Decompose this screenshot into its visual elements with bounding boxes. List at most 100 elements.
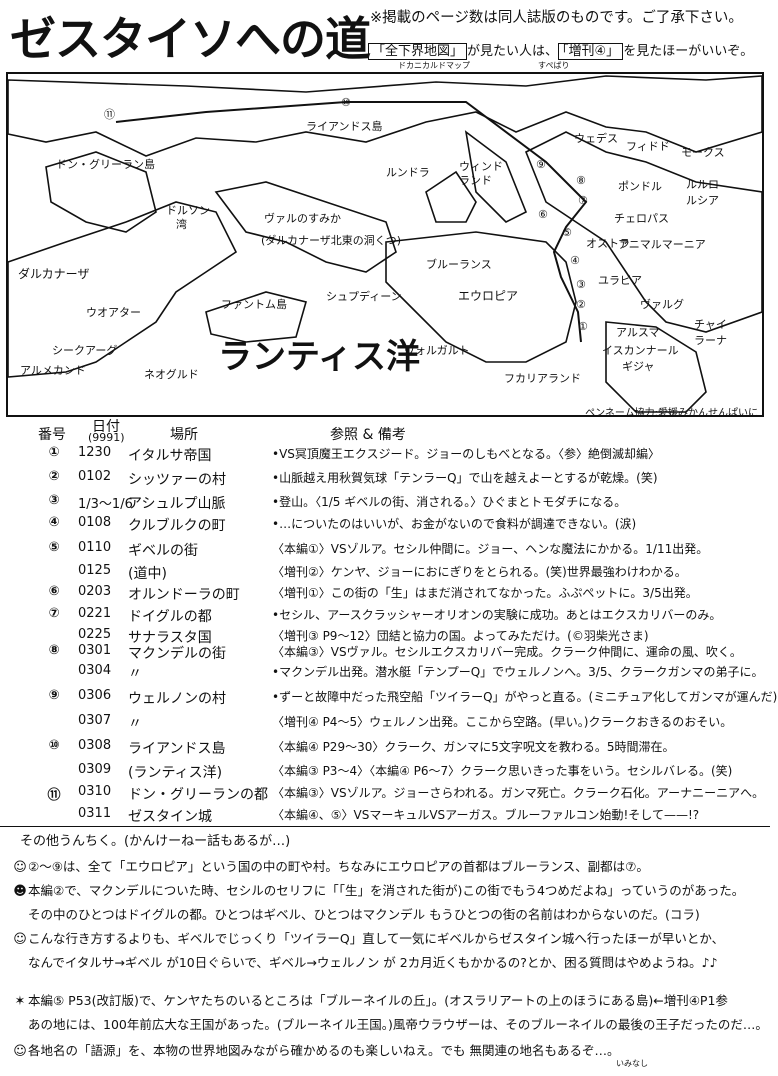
row-place: サナラスタ国 — [128, 630, 212, 646]
row-place: 〃 — [128, 716, 142, 732]
place-blurans: ブルーランス — [426, 257, 492, 271]
comment-line: あの地には、100年前広大な王国があった。(ブルーネイル王国。)風帝ウラウザーは… — [28, 1017, 768, 1032]
place-wedes: ウェデス — [574, 131, 618, 145]
ocean-label: ランティス洋 — [218, 337, 420, 377]
comment-line: その中のひとつはドイグルの都。ひとつはギベル、ひとつはマクンデル もうひとつの街… — [28, 907, 700, 922]
map-border — [6, 72, 764, 417]
page-note: ※掲載のページ数は同人誌版のものです。ご了承下さい。 — [370, 10, 743, 26]
row-note: 〈増刊①〉この街の「生」はまだ消されてなかった。ふぷぺットに。3/5出発。 — [272, 586, 698, 600]
row-date: 0102 — [78, 469, 112, 484]
row-date: 1230 — [78, 445, 112, 460]
row-note: 〈本編③〉VSヴァル。セシルエクスカリバー完成。クラーク仲間に、運命の風、吹く。 — [272, 645, 742, 659]
route-mark-8: ⑧ — [576, 174, 586, 187]
place-pondol: ポンドル — [618, 180, 662, 193]
place-phantom: ファントム島 — [221, 297, 287, 311]
row-note: 〈増刊②〉ケンヤ、ジョーにおにぎりをとられる。(笑)世界最強わけわかる。 — [272, 565, 687, 579]
row-number: ⑧ — [48, 643, 60, 658]
creature-icon: ☺ — [13, 860, 27, 875]
header-num: 番号 — [38, 427, 66, 443]
row-place: シッツァーの村 — [128, 472, 226, 488]
row-note: •ずーと故障中だった飛空船「ツイラーQ」がやっと直る。(ミニチュア化してガンマが… — [272, 690, 778, 704]
dongrean-island — [45, 151, 157, 233]
row-place: マクンデルの街 — [128, 646, 226, 662]
table-row: 0307 〃 〈増刊④ P4〜5〉ウェルノン出発。ここから空路。(早い。)クラークお… — [40, 713, 764, 735]
row-note: 〈本編④ P29〜30〉クラーク、ガンマに5文字呪文を教わる。5時間滞在。 — [272, 740, 675, 754]
place-dalkanaza: ダルカナーザ — [18, 266, 89, 281]
north-continent — [7, 75, 763, 157]
place-dongrean: ドン・グリーラン島 — [56, 157, 155, 171]
world-map: ⑪ ⑩ ⑨ ⑧ ⑦ ⑥ ⑤ ④ ③ ② ① ライアンドス島 ドン・グリーラン島 … — [6, 72, 764, 417]
map-reference-text2: を見たほーがいいぞ。 — [623, 44, 754, 59]
row-place: ライアンドス島 — [128, 741, 226, 757]
header-note: 参照 & 備考 — [330, 427, 406, 443]
row-number: ⑨ — [48, 688, 60, 703]
row-date: 0307 — [78, 713, 112, 728]
place-neoguld: ネオグルド — [144, 367, 199, 381]
row-note: 〈増刊④ P4〜5〉ウェルノン出発。ここから空路。(早い。)クラークおきるのおそ… — [272, 715, 733, 729]
row-place: ドン・グリーランの都 — [128, 787, 268, 803]
extra-issue-label: 「増刊④」 — [558, 43, 624, 60]
place-urabia: ユラビア — [598, 274, 642, 287]
southeast-land — [605, 321, 707, 413]
unrelated-ruby: いみなし — [616, 1059, 648, 1068]
row-number: ⑩ — [48, 738, 60, 753]
row-date: 0110 — [78, 540, 112, 555]
row-date: 0309 — [78, 762, 112, 777]
row-place: (道中) — [128, 566, 167, 582]
header-date-sub: (9991) — [88, 431, 125, 444]
row-date: 0225 — [78, 627, 112, 642]
row-date: 1/3〜1/6 — [78, 497, 133, 512]
row-number: ③ — [48, 493, 60, 508]
route-mark-7: ⑦ — [578, 194, 588, 207]
route-mark-3: ③ — [576, 278, 586, 291]
table-row: 0125(道中)〈増刊②〉ケンヤ、ジョーにおにぎりをとられる。(笑)世界最強わけ… — [40, 563, 764, 585]
place-windland-2: ランド — [459, 174, 492, 187]
row-note: 〈本編③〉VSゾルア。ジョーさらわれる。ガンマ死亡。クラーク石化。アーナニーニア… — [272, 786, 765, 800]
map-credit: ペンネーム協力:愛媛みかんせんぱいに — [585, 408, 758, 419]
place-shupdin: シュプディーン — [326, 289, 402, 303]
place-vern-lair-note: (ダルカナーザ北東の洞くつ) — [261, 233, 401, 247]
header-place: 場所 — [170, 427, 198, 443]
row-number: ⑦ — [48, 606, 60, 621]
table-row: 0304〃•マクンデル出発。潜水艇「テンプーQ」でウェルノンへ。3/5、クラーク… — [40, 663, 764, 685]
comment-line: ☻本編②で、マクンデルについた時、セシルのセリフに「「生」を消された街が)この街… — [13, 883, 745, 899]
place-sikaag: シークアーグ — [52, 343, 117, 357]
row-number: ② — [48, 469, 60, 484]
extra-issue-ruby: すぺばり — [538, 61, 570, 70]
row-note: •山脈越え用秋賀気球「テンラーQ」で山を越えよーとするが乾燥。(笑) — [272, 471, 658, 485]
route-mark-9: ⑨ — [536, 158, 546, 171]
header-date: 日付 — [92, 419, 120, 435]
row-place: クルブルクの町 — [128, 518, 226, 534]
place-arusuma: アルスマ — [616, 326, 660, 339]
table-row: ② 0102 シッツァーの村 •山脈越え用秋賀気球「テンラーQ」で山を越えよーとするが… — [40, 469, 764, 491]
row-number: ④ — [48, 515, 60, 530]
map-reference-note: 「全下界地図」が見たい人は、「増刊④」を見たほーがいいぞ。 — [368, 40, 754, 60]
row-note: 〈本編④、⑤〉VSマーキュルVSアーガス。ブルーファルコン始動!そして——!? — [272, 808, 700, 822]
comment-line: ✶本編⑤ P53(改訂版)で、ケンヤたちのいるところは「ブルーネイルの丘」。(オ… — [12, 990, 762, 1009]
world-map-label: 「全下界地図」 — [368, 43, 468, 60]
place-lundra: ルンドラ — [386, 166, 430, 179]
place-rururo-2: ルシア — [686, 194, 719, 207]
creature-icon: ☺ — [13, 1044, 27, 1059]
place-animalmania: アニマルマーニア — [618, 238, 706, 251]
section-divider — [0, 826, 770, 827]
place-chairana-2: ラーナ — [694, 334, 727, 347]
place-rururo: ルルロ — [686, 178, 719, 191]
route-mark-4: ④ — [570, 254, 580, 267]
place-eurobia: エウロピア — [458, 289, 518, 303]
row-place: ウェルノンの村 — [128, 691, 226, 707]
comment-line: ☺②〜⑨は、全て「エウロピア」という国の中の町や村。ちなみにエウロピアの首都はブ… — [13, 859, 649, 875]
row-note: •登山。〈1/5 ギベルの街、消される。〉ひぐまとトモダチになる。 — [272, 495, 627, 509]
place-mokus: モークス — [681, 146, 725, 159]
western-continent — [7, 201, 238, 378]
place-dolson-bay: 湾 — [176, 217, 187, 231]
lundra-island — [425, 170, 477, 223]
place-gizya: ギジャ — [622, 360, 654, 373]
